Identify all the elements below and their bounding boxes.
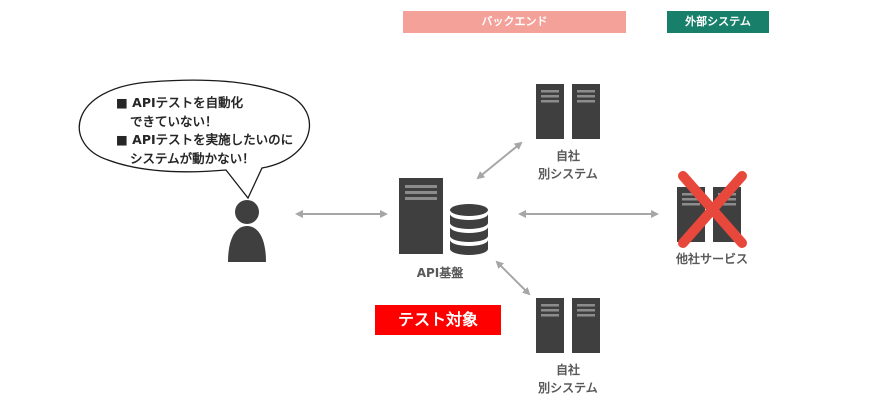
api-platform-label: API基盤 — [416, 266, 464, 280]
user-person-icon — [228, 200, 266, 262]
internal-system-bottom-label: 自社 別システム — [528, 361, 608, 397]
database-icon — [450, 204, 488, 255]
speech-bubble — [78, 79, 311, 200]
unavailable-cross-icon — [678, 171, 747, 248]
bubble-line-1: ■ APIテストを自動化 — [116, 95, 244, 110]
internal-system-bottom-server-icon — [536, 298, 600, 353]
bubble-line-3: ■ APIテストを実施したいのに — [116, 132, 294, 147]
test-target-badge: テスト対象 — [375, 305, 501, 335]
other-service-label: 他社サービス — [675, 252, 748, 266]
bubble-line-2: できていない！ — [130, 113, 218, 129]
internal-system-top-line-2: 別システム — [538, 167, 598, 181]
backend-header: バックエンド — [403, 11, 626, 33]
arrow-api-internal-bottom — [495, 260, 531, 296]
arrow-api-internal-top — [476, 141, 523, 180]
internal-system-bottom-line-2: 別システム — [538, 381, 598, 395]
internal-system-top-server-icon — [536, 84, 600, 139]
bubble-text: ■ APIテストを自動化 できていない！ ■ APIテストを実施したいのに シス… — [116, 94, 293, 168]
internal-system-top-line-1: 自社 — [555, 149, 580, 163]
api-server-icon — [399, 178, 443, 254]
bubble-line-4: システムが動かない！ — [130, 150, 255, 166]
internal-system-top-label: 自社 別システム — [528, 147, 608, 183]
external-system-header: 外部システム — [667, 11, 769, 33]
internal-system-bottom-line-1: 自社 — [555, 363, 580, 377]
